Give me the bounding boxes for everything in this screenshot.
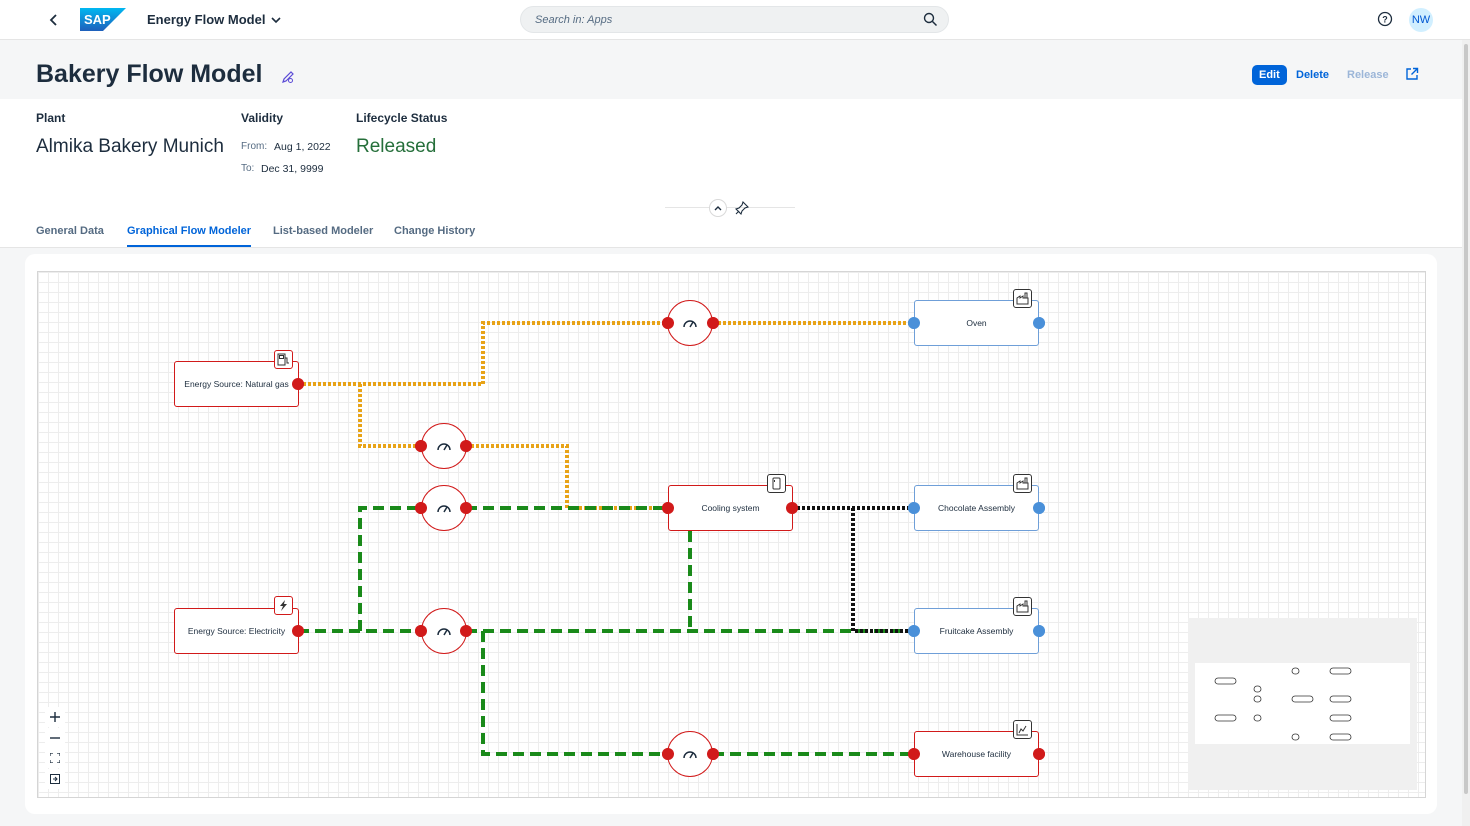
search-field[interactable] [520, 6, 949, 33]
back-button[interactable] [44, 9, 64, 31]
factory-icon [1013, 289, 1032, 308]
fridge-icon [767, 474, 786, 493]
image-export-icon [50, 774, 60, 784]
search-input[interactable] [535, 12, 915, 28]
tab-general-data[interactable]: General Data [36, 225, 104, 237]
zoom-in-button[interactable] [45, 707, 65, 727]
node-label: Energy Source: Electricity [187, 626, 286, 636]
pin-icon [735, 201, 749, 215]
from-label: From: [241, 141, 268, 152]
title-bar: Bakery Flow Model Edit Delete Release [0, 40, 1462, 99]
gauge-icon [437, 443, 451, 451]
node-energy-source-electricity[interactable]: Energy Source: Electricity [174, 608, 299, 654]
cooling-flow-lines [792, 506, 914, 633]
export-image-button[interactable] [45, 769, 65, 789]
plant-label: Plant [36, 111, 66, 125]
warehouse-chart-icon [1013, 720, 1032, 739]
help-icon[interactable]: ? [1377, 11, 1393, 27]
plant-value: Almika Bakery Munich [36, 136, 224, 157]
collapse-header-button[interactable] [709, 199, 727, 217]
electricity-flow-lines [298, 506, 914, 756]
node-label: Warehouse facility [941, 749, 1012, 759]
page-title: Bakery Flow Model [36, 60, 263, 88]
node-label: Chocolate Assembly [937, 503, 1015, 513]
shell-bar: SAP Energy Flow Model ? NW [0, 0, 1470, 40]
meter-node[interactable] [421, 485, 467, 531]
lightning-icon [274, 596, 293, 615]
meter-node[interactable] [667, 731, 713, 777]
to-value: Dec 31, 9999 [261, 163, 324, 175]
node-label: Energy Source: Natural gas [184, 379, 289, 389]
fit-screen-icon [50, 753, 60, 763]
search-icon[interactable] [923, 12, 938, 27]
node-label: Fruitcake Assembly [939, 626, 1014, 636]
plus-icon [50, 712, 60, 722]
factory-icon [1013, 474, 1032, 493]
object-header: Bakery Flow Model Edit Delete Release Pl… [0, 40, 1462, 248]
fit-to-screen-button[interactable] [45, 748, 65, 768]
zoom-out-button[interactable] [45, 728, 65, 748]
svg-text:?: ? [1382, 15, 1388, 25]
svg-text:SAP: SAP [84, 12, 111, 27]
app-title-menu[interactable]: Energy Flow Model [147, 12, 282, 27]
node-warehouse-facility[interactable]: Warehouse facility [914, 731, 1039, 777]
tab-bar: General Data Graphical Flow Modeler List… [0, 221, 1462, 248]
chevron-up-icon [714, 206, 722, 211]
validity-label: Validity [241, 111, 284, 125]
factory-icon [1013, 597, 1032, 616]
edit-button[interactable]: Edit [1252, 65, 1287, 85]
gauge-icon [683, 320, 697, 328]
node-label: Oven [966, 318, 987, 328]
header-divider [665, 207, 795, 208]
scrollbar-thumb[interactable] [1464, 44, 1468, 794]
gauge-icon [437, 505, 451, 513]
share-icon[interactable] [1405, 67, 1419, 81]
tab-list-based-modeler[interactable]: List-based Modeler [273, 225, 374, 237]
chevron-left-icon [49, 14, 57, 26]
from-value: Aug 1, 2022 [274, 141, 331, 153]
pin-header-button[interactable] [733, 199, 751, 217]
lifecycle-label: Lifecycle Status [356, 111, 448, 125]
minus-icon [50, 737, 60, 739]
release-button: Release [1347, 69, 1389, 81]
to-label: To: [241, 163, 255, 174]
delete-button[interactable]: Delete [1296, 69, 1330, 81]
minimap-viewport[interactable] [1195, 663, 1410, 744]
tab-change-history[interactable]: Change History [394, 225, 476, 237]
edit-pencil-icon[interactable] [281, 70, 295, 84]
node-label: Cooling system [701, 503, 760, 513]
meter-node[interactable] [421, 608, 467, 654]
gas-pump-icon [274, 350, 293, 369]
sap-logo[interactable]: SAP [80, 8, 126, 31]
modeler-canvas[interactable] [37, 271, 1426, 798]
gas-flow-lines [298, 321, 914, 510]
gauge-icon [437, 628, 451, 636]
avatar[interactable]: NW [1409, 8, 1433, 32]
chevron-down-icon [271, 16, 282, 23]
tab-graphical-flow-modeler[interactable]: Graphical Flow Modeler [127, 225, 252, 247]
lifecycle-status-value: Released [356, 136, 437, 157]
meter-node[interactable] [421, 423, 467, 469]
app-title-text: Energy Flow Model [147, 12, 266, 27]
gauge-icon [683, 751, 697, 759]
